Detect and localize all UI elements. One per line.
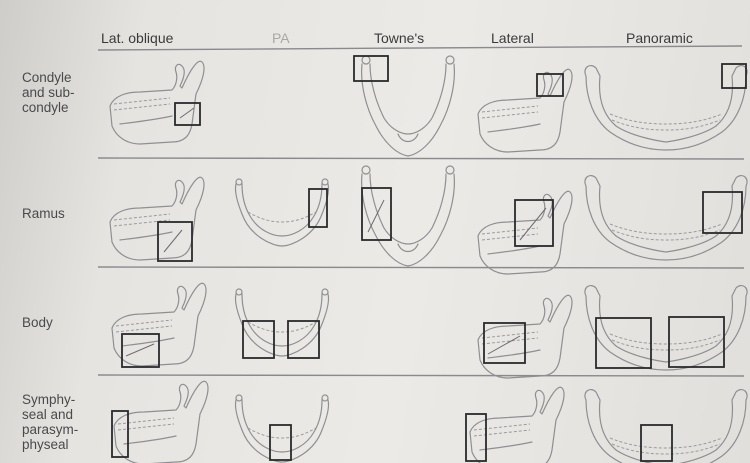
row-divider — [98, 375, 744, 376]
fracture-line — [488, 336, 520, 354]
header-rule — [98, 46, 742, 50]
mandible-lateral-symphyseal — [470, 387, 564, 463]
row-divider — [98, 158, 744, 159]
mandible-panoramic-symphyseal — [585, 390, 747, 463]
fracture-region-box — [270, 425, 291, 460]
mandible-lateral-ramus — [478, 191, 572, 274]
mandible-lateral-condyle — [478, 69, 572, 152]
mandible-pa-body — [235, 289, 328, 356]
fracture-line — [520, 208, 546, 240]
fracture-line — [126, 344, 154, 356]
mandible-pa-symphyseal — [235, 395, 328, 462]
fracture-region-box — [641, 425, 672, 461]
fracture-region-box — [466, 414, 486, 461]
mandible-panoramic-body — [585, 286, 747, 370]
fracture-region-box — [722, 64, 746, 88]
mandible-lat-oblique-ramus — [110, 177, 204, 260]
fracture-region-box — [158, 222, 192, 261]
mandible-panoramic-ramus — [585, 176, 747, 260]
row-divider — [98, 267, 744, 268]
mandible-townes-condyle — [362, 56, 455, 156]
fracture-line — [368, 200, 384, 232]
fracture-line — [180, 108, 194, 118]
fracture-region-box — [175, 103, 200, 125]
